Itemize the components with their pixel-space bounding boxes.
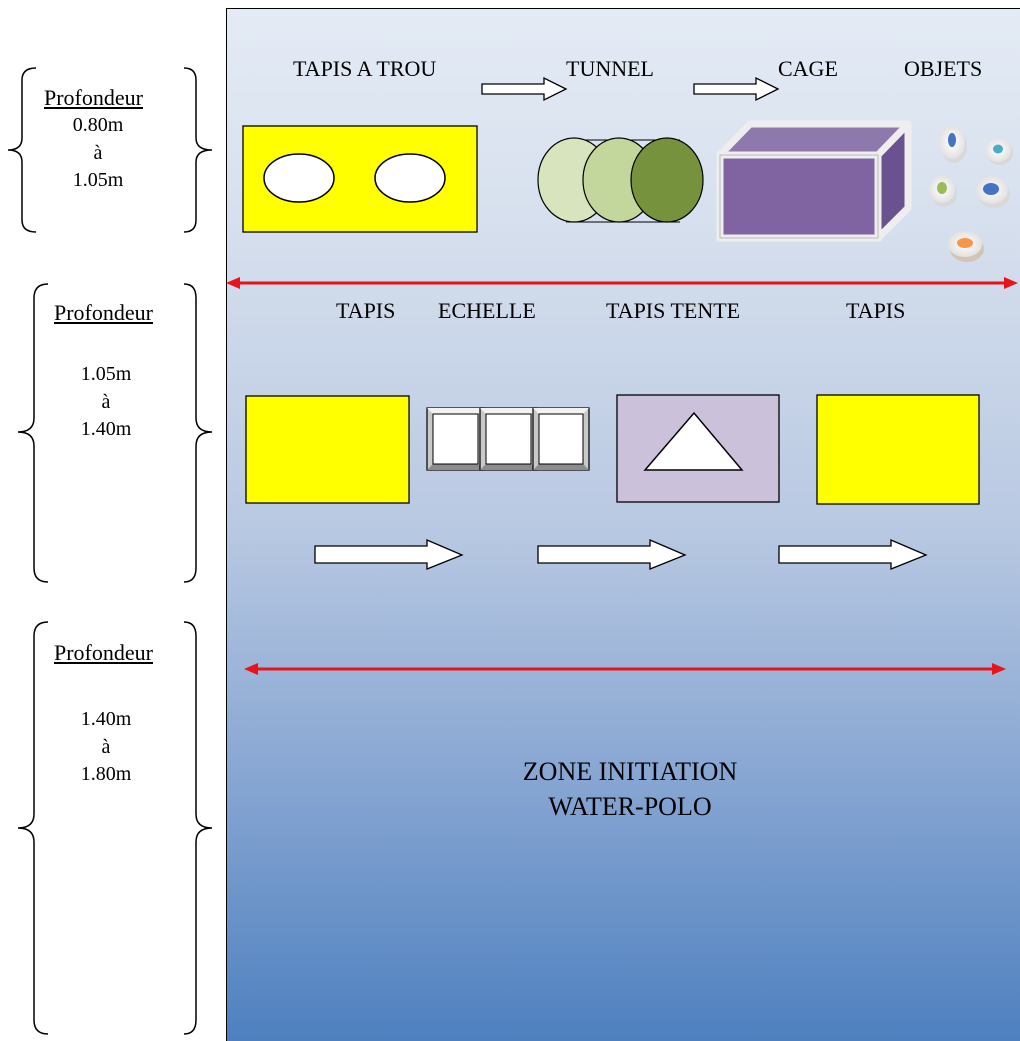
tapis-left-mat [246,396,409,503]
flow-arrow-3 [779,540,926,569]
objet-3 [929,175,957,207]
arrow-tunnel-to-cage [694,78,778,100]
tapis-tente [617,395,779,502]
echelle-rung-1 [427,408,484,470]
arrow-tapis-to-tunnel [482,78,566,100]
tapis-a-trou [243,126,477,232]
echelle [427,408,589,470]
flow-arrow-1 [315,540,462,569]
echelle-rung-3 [533,408,589,470]
cage [720,124,908,238]
objet-2 [985,138,1013,165]
tapis-hole-right [375,154,445,202]
divider-line-1 [226,277,1018,289]
objet-1 [939,125,967,163]
flow-arrow-2 [538,540,685,569]
objet-5 [948,231,984,262]
tapis-right-mat [817,395,979,504]
tunnel [538,138,703,222]
echelle-rung-2 [480,408,537,470]
objet-4 [976,176,1010,208]
tunnel-ring-3 [631,138,703,222]
divider-line-2 [244,663,1006,675]
tapis-hole-left [264,154,334,202]
cage-front [720,155,878,238]
objets [929,125,1013,262]
